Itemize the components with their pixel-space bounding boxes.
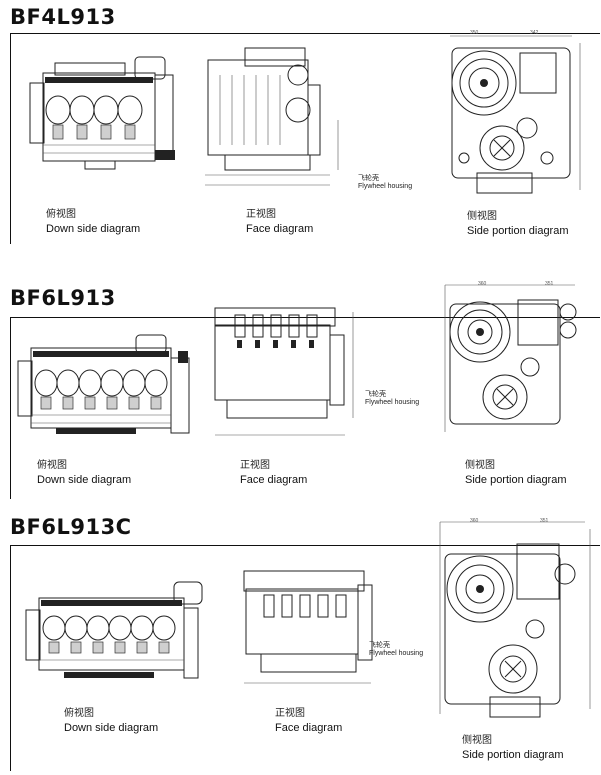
caption-side-portion: 侧视图 Side portion diagram	[467, 211, 569, 237]
face-drawing	[214, 307, 354, 436]
dimension-right: 342	[530, 30, 539, 36]
dimension-left: 360	[470, 518, 479, 524]
down-side-drawing	[29, 56, 175, 170]
caption-down-side: 俯视图 Down side diagram	[46, 209, 141, 235]
dimension-right: 351	[540, 518, 549, 524]
caption-down-side: 俯视图 Down side diagram	[64, 708, 159, 734]
face-drawing	[243, 570, 373, 684]
caption-face: 正视图 Face diagram	[246, 209, 314, 235]
frame-top-line	[10, 33, 600, 34]
caption-face: 正视图 Face diagram	[275, 708, 343, 734]
panel-bf6l913c: BF6L913C	[0, 505, 601, 775]
model-title: BF6L913	[10, 286, 116, 310]
caption-down-side: 俯视图 Down side diagram	[37, 460, 132, 486]
frame-top-line	[10, 545, 600, 546]
down-side-drawing	[17, 334, 190, 434]
face-drawing	[205, 47, 339, 186]
flywheel-housing-label: 飞轮壳 Flywheel housing	[369, 642, 424, 657]
frame-left-line	[10, 33, 11, 244]
frame-top-line	[10, 317, 600, 318]
down-side-drawing	[25, 581, 203, 679]
dimension-left: 350	[470, 30, 479, 36]
model-title: BF6L913C	[10, 515, 132, 539]
panel-bf6l913: BF6L913	[0, 250, 601, 505]
side-portion-drawing	[444, 284, 577, 432]
dimension-left: 360	[478, 281, 487, 287]
panel-bf4l913: BF4L913	[0, 0, 601, 250]
frame-left-line	[10, 317, 11, 499]
frame-left-line	[10, 545, 11, 771]
model-title: BF4L913	[10, 5, 116, 29]
dimension-right: 351	[545, 281, 554, 287]
side-portion-drawing	[450, 35, 581, 194]
caption-side-portion: 侧视图 Side portion diagram	[462, 735, 564, 761]
flywheel-housing-label: 飞轮壳 Flywheel housing	[365, 391, 420, 406]
caption-side-portion: 侧视图 Side portion diagram	[465, 460, 567, 486]
side-portion-drawing	[439, 521, 591, 718]
caption-face: 正视图 Face diagram	[240, 460, 308, 486]
flywheel-housing-label: 飞轮壳 Flywheel housing	[358, 175, 413, 190]
